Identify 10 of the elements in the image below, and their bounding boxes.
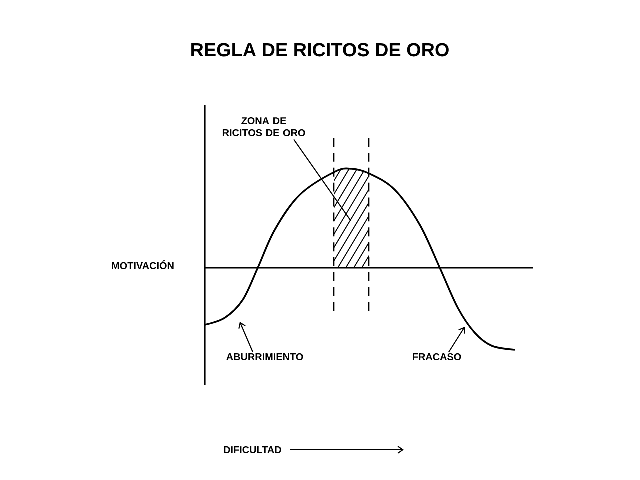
arrow	[238, 322, 254, 352]
zone-label: ZONA DE RICITOS DE ORO	[222, 118, 306, 136]
hatched-zone	[334, 168, 369, 268]
title: REGLA DE RICITOS DE ORO	[192, 43, 449, 57]
leader-line	[294, 139, 352, 222]
curve-label: ABURRIMIENTO	[226, 353, 304, 361]
arrow	[448, 327, 466, 353]
curve-label: FRACASO	[413, 353, 462, 361]
axis-label: DIFICULTAD	[224, 446, 282, 454]
axis-label: MOTIVACIÓN	[112, 260, 174, 270]
